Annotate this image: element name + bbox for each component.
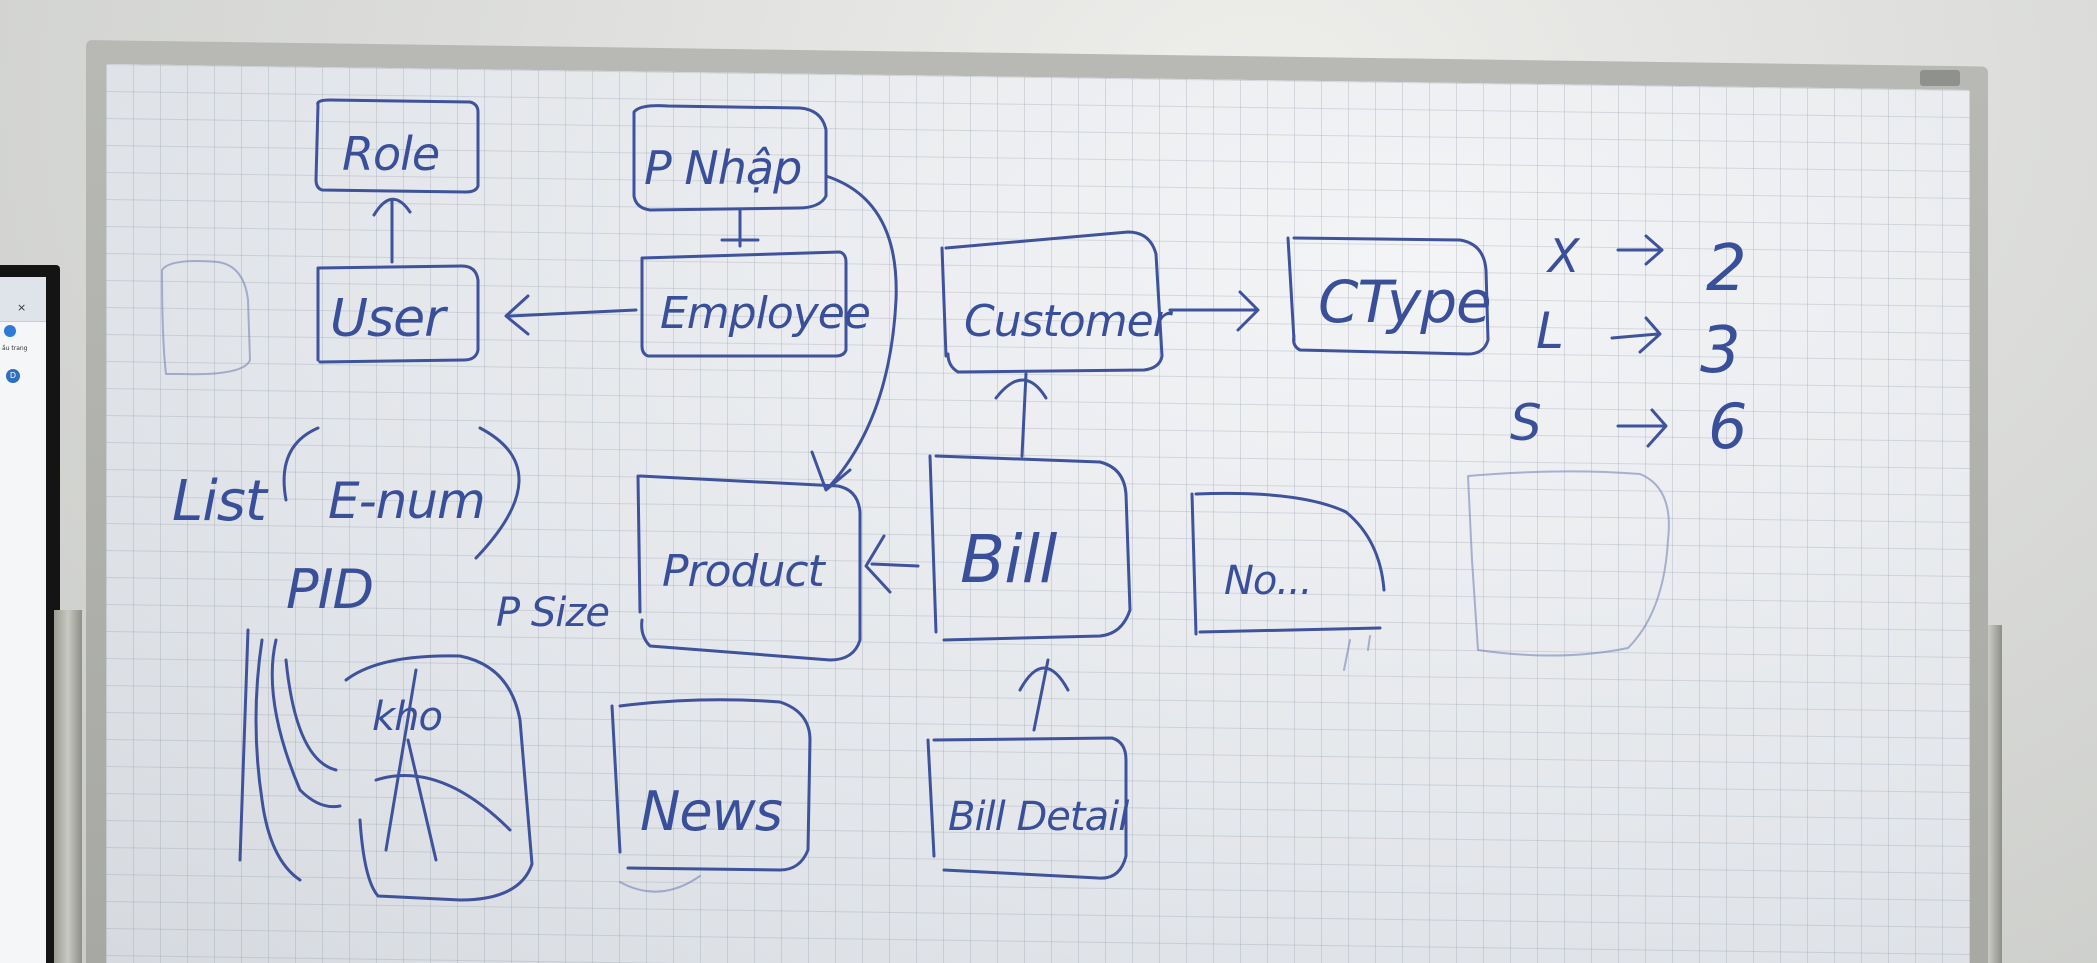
billdetail-label: Bill Detail — [948, 794, 1129, 840]
kho-scribble — [374, 668, 512, 862]
billdetail-bill-arrow — [1018, 658, 1070, 732]
pnhap-employee-arrow — [720, 208, 760, 248]
whiteboard-stand-left — [54, 610, 82, 963]
ctype-label: CType — [1318, 268, 1491, 336]
role-box — [314, 98, 480, 194]
ctype-x-arrow — [1616, 234, 1664, 266]
left-bracket-arcs — [238, 628, 342, 882]
product-label: Product — [662, 546, 827, 597]
employee-label: Employee — [660, 288, 870, 339]
employee-box — [640, 250, 848, 358]
browser-tab-icon — [4, 325, 16, 337]
close-icon: × — [17, 301, 27, 314]
ctype-x-label: X — [1546, 229, 1581, 283]
product-box — [636, 474, 862, 662]
news-underline — [619, 875, 701, 893]
list-label: List — [172, 469, 269, 534]
pnhap-product-arrow — [810, 174, 898, 492]
monitor-page-label: ầu trang — [2, 345, 28, 352]
monitor: × ầu trang D — [0, 265, 60, 963]
bill-box — [928, 454, 1132, 642]
avatar: D — [6, 369, 20, 383]
news-box — [610, 698, 812, 872]
pid-label: PID — [286, 558, 373, 621]
erased-box-right — [1467, 470, 1670, 657]
ctype-box — [1286, 236, 1490, 356]
user-box — [316, 264, 480, 364]
ctype-l-arrow — [1610, 316, 1662, 354]
employee-user-arrow — [504, 294, 638, 336]
customer-label: Customer — [964, 296, 1174, 347]
enum-bracket — [282, 426, 521, 560]
bill-customer-arrow — [994, 372, 1048, 458]
psize-label: P Size — [496, 590, 609, 636]
customer-ctype-arrow — [1168, 290, 1260, 332]
user-role-arrow — [372, 197, 412, 264]
monitor-screen: × ầu trang D — [0, 277, 46, 963]
no-box — [1190, 491, 1386, 636]
ctype-s-arrow — [1616, 408, 1668, 448]
erased-box — [161, 260, 251, 376]
billdetail-box — [926, 736, 1128, 880]
no-label: No... — [1224, 558, 1312, 604]
ctype-l-label: L — [1536, 302, 1563, 360]
ctype-2-label: 2 — [1706, 232, 1746, 306]
news-label: News — [640, 780, 782, 843]
pnhap-label: P Nhập — [644, 141, 801, 195]
bill-product-arrow — [864, 534, 920, 594]
kho-box — [344, 654, 534, 902]
stray-mark — [1343, 635, 1371, 671]
bill-label: Bill — [960, 521, 1058, 598]
ctype-3-label: 3 — [1700, 314, 1740, 388]
role-label: Role — [342, 127, 439, 181]
ctype-s-label: S — [1510, 394, 1541, 452]
pnhap-box — [632, 104, 828, 212]
customer-box — [940, 230, 1164, 374]
user-label: User — [330, 289, 449, 349]
enum-label: E-num — [328, 472, 485, 530]
monitor-title-bar: × — [0, 277, 46, 322]
marker-clip — [1920, 70, 1960, 86]
ctype-6-label: 6 — [1708, 390, 1746, 463]
